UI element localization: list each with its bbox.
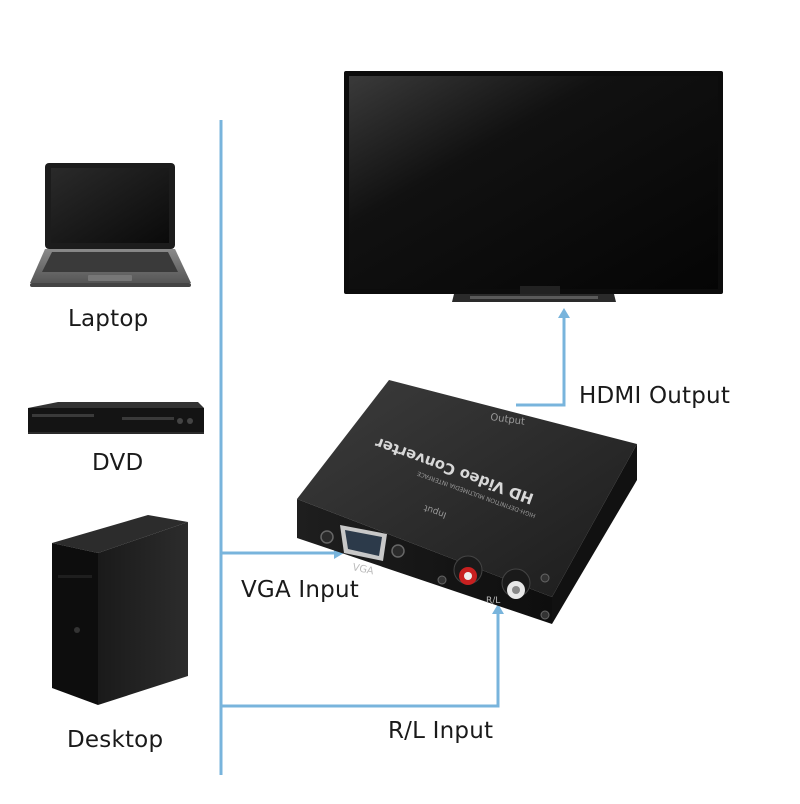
desktop-label: Desktop	[67, 727, 164, 753]
tv-monitor	[344, 71, 723, 302]
rl-port-label: R/L	[486, 596, 500, 606]
rl-input-line	[221, 612, 500, 708]
hdmi-output-label: HDMI Output	[579, 383, 731, 409]
rl-arrowhead	[492, 604, 504, 614]
rl-input-label: R/L Input	[388, 718, 494, 744]
rca-ports: R/L	[437, 555, 550, 620]
desktop-tower-device	[52, 515, 188, 705]
dvd-player-device	[28, 402, 204, 434]
connection-lines	[219, 120, 566, 775]
vga-port: VGA	[320, 525, 405, 577]
laptop-device	[30, 163, 191, 287]
vga-input-label: VGA Input	[241, 577, 359, 603]
laptop-label: Laptop	[68, 306, 149, 332]
hdmi-output-line	[516, 316, 566, 407]
converter-output-label: Output	[490, 412, 526, 428]
dvd-label: DVD	[92, 450, 144, 476]
hd-video-converter: Output HD Video Converter HIGH-DEFINITIO…	[297, 380, 637, 624]
vga-port-label: VGA	[351, 562, 374, 577]
hdmi-arrowhead	[558, 308, 570, 318]
